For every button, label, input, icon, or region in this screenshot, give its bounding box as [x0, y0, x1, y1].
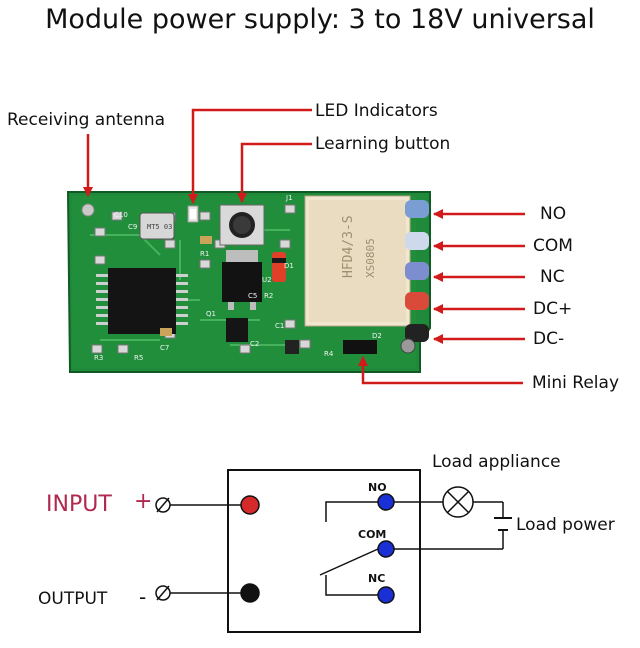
svg-text:MT5 03: MT5 03: [147, 223, 172, 231]
svg-text:R1: R1: [200, 250, 209, 258]
terminal-nc-label: NC: [368, 572, 386, 585]
svg-text:C10: C10: [114, 211, 128, 219]
svg-text:R2: R2: [264, 292, 273, 300]
load-power-label: Load power: [516, 515, 615, 535]
load-appliance-label: Load appliance: [432, 452, 561, 472]
diode: [272, 252, 286, 282]
com-terminal[interactable]: [377, 540, 395, 558]
led-arrow: [188, 108, 312, 204]
svg-text:D2: D2: [372, 332, 382, 340]
voltage-regulator: [222, 250, 262, 310]
wiring-diagram: [155, 469, 512, 633]
relay-label: Mini Relay: [532, 373, 620, 393]
relay: HFD4/3-S XS0805: [304, 195, 411, 327]
input-screw-icon: [155, 497, 171, 513]
transistor: [226, 318, 248, 342]
svg-text:C7: C7: [160, 344, 169, 352]
svg-text:J1: J1: [285, 194, 293, 202]
svg-text:R5: R5: [134, 354, 143, 362]
output-sign: -: [139, 585, 147, 609]
crystal-oscillator: [139, 212, 175, 240]
nc-terminal[interactable]: [377, 586, 395, 604]
input-label: INPUT: [46, 492, 112, 517]
svg-text:R4: R4: [324, 350, 334, 358]
svg-text:C9: C9: [128, 223, 137, 231]
input-sign: +: [134, 489, 153, 514]
port-label-com: COM: [533, 236, 573, 256]
output-label: OUTPUT: [38, 589, 108, 609]
svg-text:C2: C2: [250, 340, 259, 348]
terminal-com-label: COM: [358, 528, 387, 541]
page-title: Module power supply: 3 to 18V universal: [45, 4, 595, 35]
relay-arrow: [358, 356, 523, 385]
small-diode: [343, 340, 377, 354]
svg-text:C5: C5: [248, 292, 257, 300]
battery-icon: [494, 517, 512, 531]
input-terminal[interactable]: [240, 495, 260, 515]
svg-text:Q1: Q1: [206, 310, 216, 318]
port-label-dcminus: DC-: [533, 329, 565, 349]
antenna-label: Receiving antenna: [7, 110, 166, 130]
wire-bundle: [400, 200, 429, 354]
port-label-dcplus: DC+: [533, 299, 573, 319]
terminal-no-label: NO: [368, 481, 387, 494]
output-terminal[interactable]: [240, 583, 260, 603]
led-label: LED Indicators: [315, 101, 438, 121]
learning-button[interactable]: [219, 204, 265, 246]
no-terminal[interactable]: [377, 493, 395, 511]
learn-arrow: [237, 142, 312, 203]
svg-text:R3: R3: [94, 354, 103, 362]
learn-label: Learning button: [315, 134, 451, 154]
svg-text:XS0805: XS0805: [364, 238, 377, 278]
lamp-icon: [442, 486, 474, 518]
port-label-no: NO: [540, 204, 567, 224]
svg-text:U2: U2: [262, 276, 272, 284]
main-ic: [96, 268, 188, 334]
mounting-hole: [81, 203, 95, 217]
output-screw-icon: [155, 585, 171, 601]
svg-text:C1: C1: [275, 322, 284, 330]
svg-text:HFD4/3-S: HFD4/3-S: [341, 215, 356, 278]
port-label-nc: NC: [540, 267, 565, 287]
svg-text:D1: D1: [284, 262, 294, 270]
